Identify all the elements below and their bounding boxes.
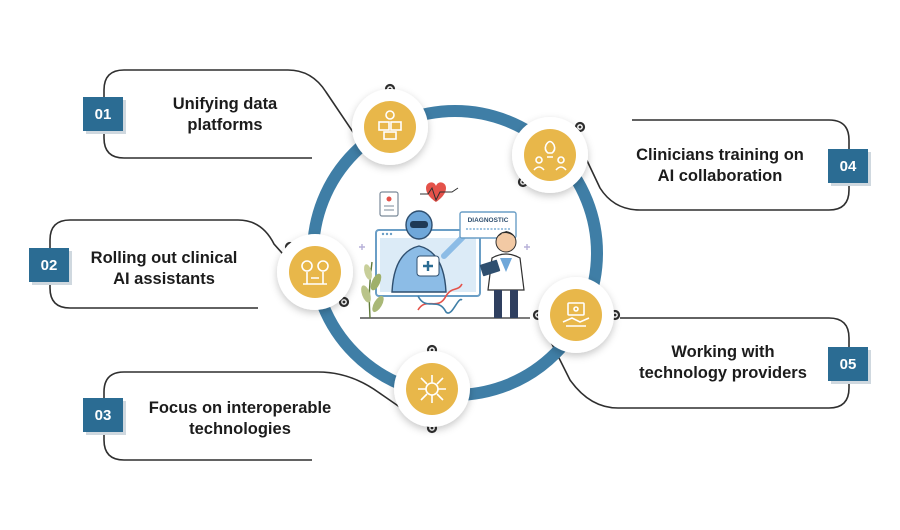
step-label-04: Clinicians training on AI collaboration <box>620 145 820 187</box>
network-icon <box>418 375 446 403</box>
step-node-02 <box>277 234 353 310</box>
diagnostic-panel <box>459 211 517 239</box>
clipboard-icon <box>379 191 399 217</box>
step-number-badge-03: 03 <box>83 398 123 432</box>
sparkle-icon <box>524 244 530 250</box>
ai-assistant-icon <box>301 260 329 285</box>
callout-outline-04 <box>581 119 850 211</box>
step-label-line: platforms <box>187 116 263 134</box>
dna-icon <box>417 283 463 314</box>
sparkle-icon <box>359 244 365 250</box>
step-label-01: Unifying data platforms <box>140 94 310 136</box>
data-platform-icon <box>378 110 402 140</box>
callout-outline-02 <box>49 219 291 309</box>
step-label-line: technologies <box>189 420 291 438</box>
step-node-01 <box>352 89 428 165</box>
callout-outline-03 <box>103 371 431 461</box>
step-label-line: Clinicians training on <box>636 146 804 164</box>
step-number-badge-04: 04 <box>828 149 868 183</box>
step-node-03 <box>394 351 470 427</box>
step-label-line: AI assistants <box>113 270 215 288</box>
step-label-02: Rolling out clinical AI assistants <box>76 248 252 290</box>
step-node-04 <box>512 117 588 193</box>
heart-icon <box>420 182 459 202</box>
handshake-icon <box>562 302 590 327</box>
step-label-03: Focus on interoperable technologies <box>134 398 346 440</box>
step-number-badge-01: 01 <box>83 97 123 131</box>
step-number-badge-02: 02 <box>29 248 69 282</box>
step-number-badge-05: 05 <box>828 347 868 381</box>
step-label-line: AI collaboration <box>657 167 783 185</box>
callout-outline-05 <box>537 315 850 409</box>
doctor-figure <box>479 231 525 318</box>
central-illustration: DIAGNOSTIC <box>359 182 530 319</box>
step-node-05 <box>538 277 614 353</box>
robot-figure <box>391 210 473 293</box>
step-label-line: Rolling out clinical <box>90 249 238 267</box>
callout-outlines <box>49 69 850 461</box>
diagnostic-label: DIAGNOSTIC <box>468 217 509 224</box>
step-label-line: Unifying data <box>172 95 278 113</box>
plant-decoration <box>361 261 384 319</box>
training-icon <box>533 140 567 171</box>
step-label-line: Working with <box>671 343 775 361</box>
step-label-line: technology providers <box>639 364 807 382</box>
callout-outline-01 <box>103 69 358 159</box>
step-label-line: Focus on interoperable <box>148 399 332 417</box>
step-label-05: Working with technology providers <box>626 342 820 384</box>
